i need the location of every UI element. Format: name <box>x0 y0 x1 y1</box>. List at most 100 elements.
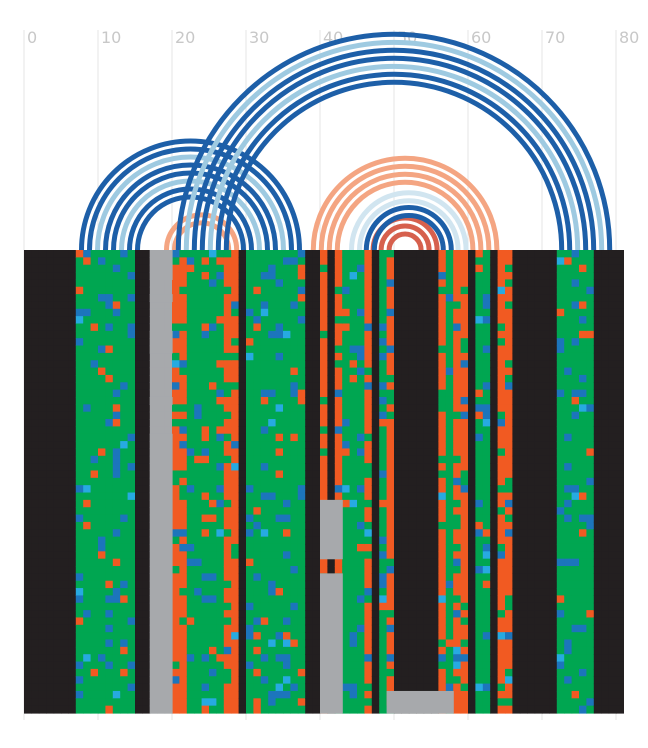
heatmap-cell <box>253 507 262 516</box>
heatmap-cell <box>527 470 536 479</box>
heatmap-cell <box>68 558 77 567</box>
heatmap-cell <box>305 646 314 655</box>
heatmap-cell <box>445 441 454 450</box>
heatmap-cell <box>564 367 573 376</box>
heatmap-cell <box>120 301 129 310</box>
heatmap-cell <box>394 551 402 560</box>
heatmap-cell <box>268 492 277 501</box>
heatmap-cell <box>253 367 262 376</box>
heatmap-cell <box>549 580 558 589</box>
heatmap-cell <box>482 279 491 288</box>
heatmap-cell <box>453 382 462 391</box>
heatmap-cell <box>149 316 158 325</box>
heatmap-cell <box>512 639 521 648</box>
heatmap-cell <box>408 654 417 663</box>
heatmap-cell <box>490 272 499 280</box>
heatmap-cell <box>246 705 254 714</box>
heatmap-cell <box>505 411 513 420</box>
heatmap-cell <box>312 426 321 435</box>
heatmap-cell <box>24 610 32 619</box>
heatmap-cell <box>172 441 180 450</box>
heatmap-cell <box>120 294 129 303</box>
heatmap-cell <box>135 646 143 655</box>
heatmap-cell <box>460 294 469 303</box>
heatmap-cell <box>342 272 351 280</box>
heatmap-cell <box>579 698 587 707</box>
heatmap-cell <box>31 352 40 361</box>
heatmap-cell <box>357 323 365 332</box>
heatmap-cell <box>75 433 84 442</box>
heatmap-cell <box>549 668 558 677</box>
heatmap-cell <box>268 573 277 582</box>
heatmap-cell <box>371 404 380 413</box>
heatmap-cell <box>68 632 77 641</box>
heatmap-cell <box>186 676 195 685</box>
heatmap-cell <box>297 433 306 442</box>
heatmap-cell <box>549 367 558 376</box>
heatmap-cell <box>593 595 602 604</box>
heatmap-cell <box>534 661 543 670</box>
heatmap-cell <box>46 338 55 347</box>
heatmap-cell <box>512 683 521 692</box>
heatmap-cell <box>268 661 277 670</box>
heatmap-cell <box>445 411 454 420</box>
heatmap-cell <box>112 470 121 479</box>
heatmap-cell <box>497 441 506 450</box>
heatmap-cell <box>519 639 528 648</box>
heatmap-cell <box>586 250 595 258</box>
heatmap-cell <box>98 470 106 479</box>
heatmap-cell <box>371 602 380 611</box>
heatmap-cell <box>179 367 188 376</box>
heatmap-cell <box>371 286 380 295</box>
heatmap-cell <box>438 470 447 479</box>
heatmap-cell <box>401 646 410 655</box>
heatmap-cell <box>172 250 180 258</box>
heatmap-cell <box>579 294 587 303</box>
heatmap-cell <box>571 698 580 707</box>
heatmap-cell <box>423 360 432 369</box>
heatmap-cell <box>312 521 321 530</box>
heatmap-cell <box>586 602 595 611</box>
heatmap-cell <box>334 323 343 332</box>
heatmap-cell <box>445 301 454 310</box>
heatmap-cell <box>135 507 143 516</box>
heatmap-cell <box>445 624 454 633</box>
heatmap-cell <box>275 301 284 310</box>
heatmap-cell <box>490 639 499 648</box>
heatmap-cell <box>24 492 32 501</box>
heatmap-cell <box>438 250 447 258</box>
heatmap-cell <box>75 536 84 545</box>
heatmap-cell <box>127 294 136 303</box>
heatmap-cell <box>408 573 417 582</box>
heatmap-cell <box>334 470 343 479</box>
heatmap-cell <box>408 610 417 619</box>
heatmap-cell <box>342 477 351 486</box>
heatmap-cell <box>297 308 306 317</box>
heatmap-cell <box>68 683 77 692</box>
heatmap-cell <box>468 286 476 295</box>
heatmap-cell <box>527 441 536 450</box>
heatmap-cell <box>357 338 365 347</box>
heatmap-cell <box>38 330 47 339</box>
heatmap-cell <box>349 477 358 486</box>
heatmap-cell <box>275 617 284 626</box>
heatmap-cell <box>231 617 240 626</box>
heatmap-cell <box>364 345 373 354</box>
heatmap-cell <box>24 294 32 303</box>
heatmap-cell <box>512 404 521 413</box>
heatmap-cell <box>157 404 166 413</box>
heatmap-cell <box>238 632 247 641</box>
heatmap-cell <box>542 617 550 626</box>
heatmap-cell <box>179 492 188 501</box>
heatmap-cell <box>305 419 314 427</box>
heatmap-cell <box>290 272 299 280</box>
heatmap-cell <box>120 382 129 391</box>
heatmap-cell <box>98 286 106 295</box>
heatmap-cell <box>512 499 521 508</box>
heatmap-cell <box>105 470 114 479</box>
heatmap-cell <box>571 352 580 361</box>
heatmap-cell <box>445 595 454 604</box>
heatmap-cell <box>98 374 106 383</box>
heatmap-cell <box>445 426 454 435</box>
heatmap-cell <box>394 529 402 538</box>
